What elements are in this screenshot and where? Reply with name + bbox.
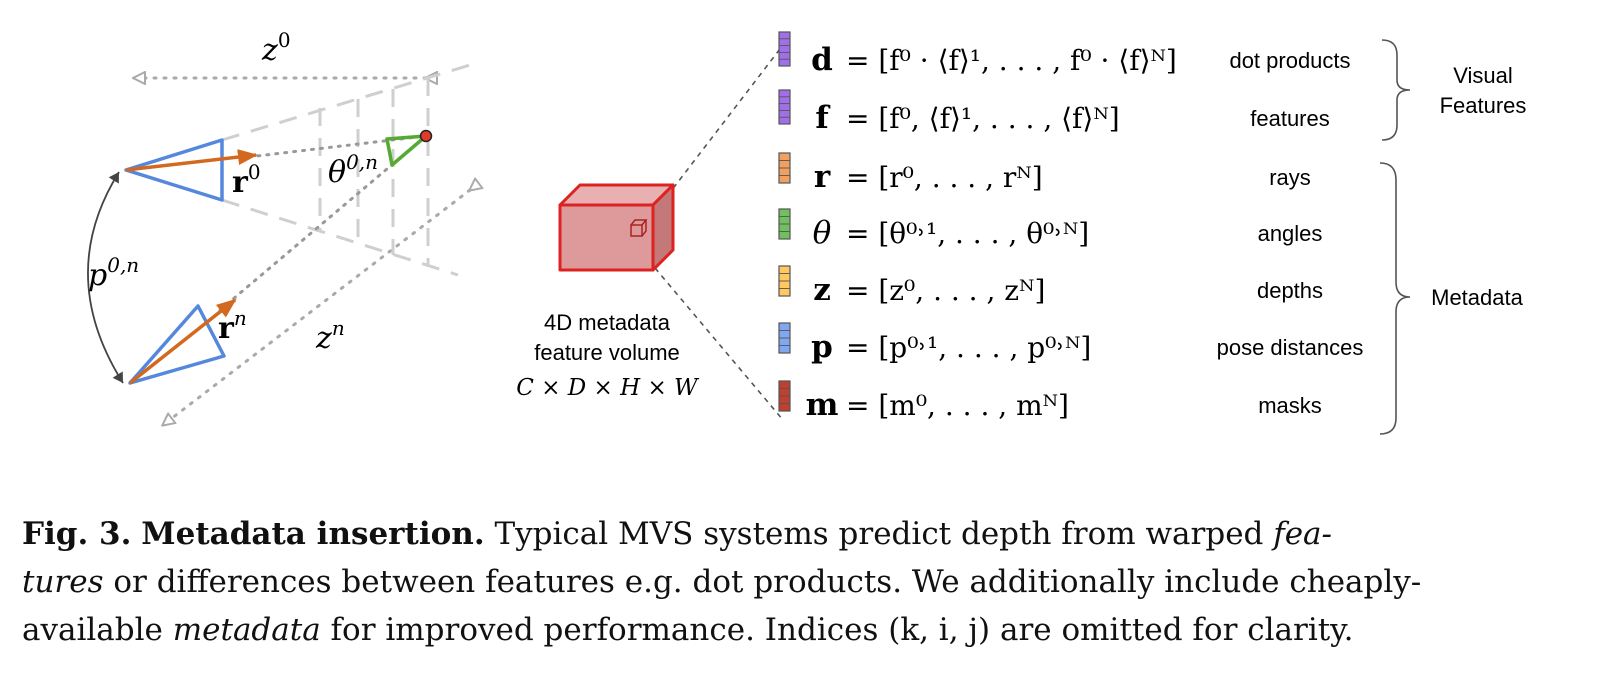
label-r0: r0 [232,160,261,200]
row-label: pose distances [1217,335,1364,360]
metadata-row-pose-distances: p = [p⁰˒¹, . . . , p⁰˒ᴺ] pose distances [778,322,1364,365]
label-zn: zn [315,316,345,356]
source-camera-icon [128,304,226,385]
label-rn: rn [218,306,247,346]
row-symbol: m [806,387,839,423]
volume-label-line2: feature volume [534,340,680,365]
figure-caption: Fig. 3. Metadata insertion. Typical MVS … [22,510,1582,654]
group-visual-line2: Features [1440,93,1527,118]
row-symbol: f [815,100,830,136]
row-symbol: θ [813,215,832,251]
row-label: dot products [1229,48,1350,73]
caption-line-1: Fig. 3. Metadata insertion. Typical MVS … [22,516,1333,552]
metadata-rows: d = [f⁰ · ⟨f⟩¹, . . . , f⁰ · ⟨f⟩ᴺ] dot pro… [778,31,1364,423]
feature-volume: 4D metadata feature volume C × D × H × W [516,44,784,421]
zoom-line-bottom [654,267,784,421]
row-label: angles [1258,221,1323,246]
camera-geometry-diagram: z0 zn r0 rn θ0,n p0,n [87,28,481,425]
volume-label-line1: 4D metadata [544,310,671,335]
row-label: features [1250,106,1330,131]
group-visual-line1: Visual [1453,63,1513,88]
row-equation: = [f⁰ · ⟨f⟩¹, . . . , f⁰ · ⟨f⟩ᴺ] [846,44,1177,77]
channel-bar-icon [778,265,791,297]
group-metadata: Metadata [1431,285,1523,310]
caption-line-3: available metadata for improved performa… [22,612,1354,648]
metadata-row-dot-products: d = [f⁰ · ⟨f⟩¹, . . . , f⁰ · ⟨f⟩ᴺ] dot pro… [778,31,1351,78]
row-equation: = [θ⁰˒¹, . . . , θ⁰˒ᴺ] [846,217,1089,250]
channel-bar-icon [778,89,791,125]
label-z0: z0 [261,28,291,68]
3d-point [419,129,433,143]
channel-bar-icon [778,322,791,354]
channel-bar-icon [778,31,791,67]
label-pose-distance: p0,n [88,253,139,293]
row-equation: = [p⁰˒¹, . . . , p⁰˒ᴺ] [846,331,1091,364]
volume-dimensions: C × D × H × W [516,375,700,401]
angle-wedge [385,134,428,167]
channel-bar-icon [778,152,791,184]
metadata-row-rays: r = [r⁰, . . . , rᴺ] rays [778,152,1311,195]
row-equation: = [r⁰, . . . , rᴺ] [846,161,1043,194]
caption-fig-label: Fig. 3. [22,516,132,552]
pose-distance-arc [87,171,124,384]
row-label: depths [1257,278,1323,303]
metadata-row-features: f = [f⁰, ⟨f⟩¹, . . . , ⟨f⟩ᴺ] features [778,89,1330,136]
metadata-row-angles: θ = [θ⁰˒¹, . . . , θ⁰˒ᴺ] angles [778,208,1323,251]
row-equation: = [m⁰, . . . , mᴺ] [846,389,1069,422]
reference-camera-icon [124,138,224,202]
row-label: rays [1269,165,1311,190]
zn-axis [163,190,470,425]
row-equation: = [z⁰, . . . , zᴺ] [846,274,1045,307]
caption-title: Metadata insertion. [141,516,485,552]
row-symbol: r [814,159,831,195]
channel-bar-icon [778,380,791,412]
frustum [221,60,481,277]
row-symbol: d [811,42,833,78]
metadata-row-depths: z = [z⁰, . . . , zᴺ] depths [778,265,1323,308]
metadata-row-masks: m= [m⁰, . . . , mᴺ] masks [778,380,1322,423]
source-ray-arrow [128,298,237,385]
voxel-icon [630,219,648,237]
visual-features-brace [1381,39,1411,141]
reference-ray-arrow [125,149,258,172]
metadata-brace [1379,162,1411,435]
metadata-insertion-figure: z0 zn r0 rn θ0,n p0,n 4D metadata featur… [87,28,1527,435]
row-symbol: z [813,272,831,308]
caption-line-2: tures or differences between features e.… [22,564,1422,600]
row-symbol: p [811,329,833,365]
row-label: masks [1258,393,1322,418]
channel-bar-icon [778,208,791,240]
volume-cube [558,183,675,272]
label-theta: θ0,n [328,150,378,190]
row-equation: = [f⁰, ⟨f⟩¹, . . . , ⟨f⟩ᴺ] [846,102,1120,135]
